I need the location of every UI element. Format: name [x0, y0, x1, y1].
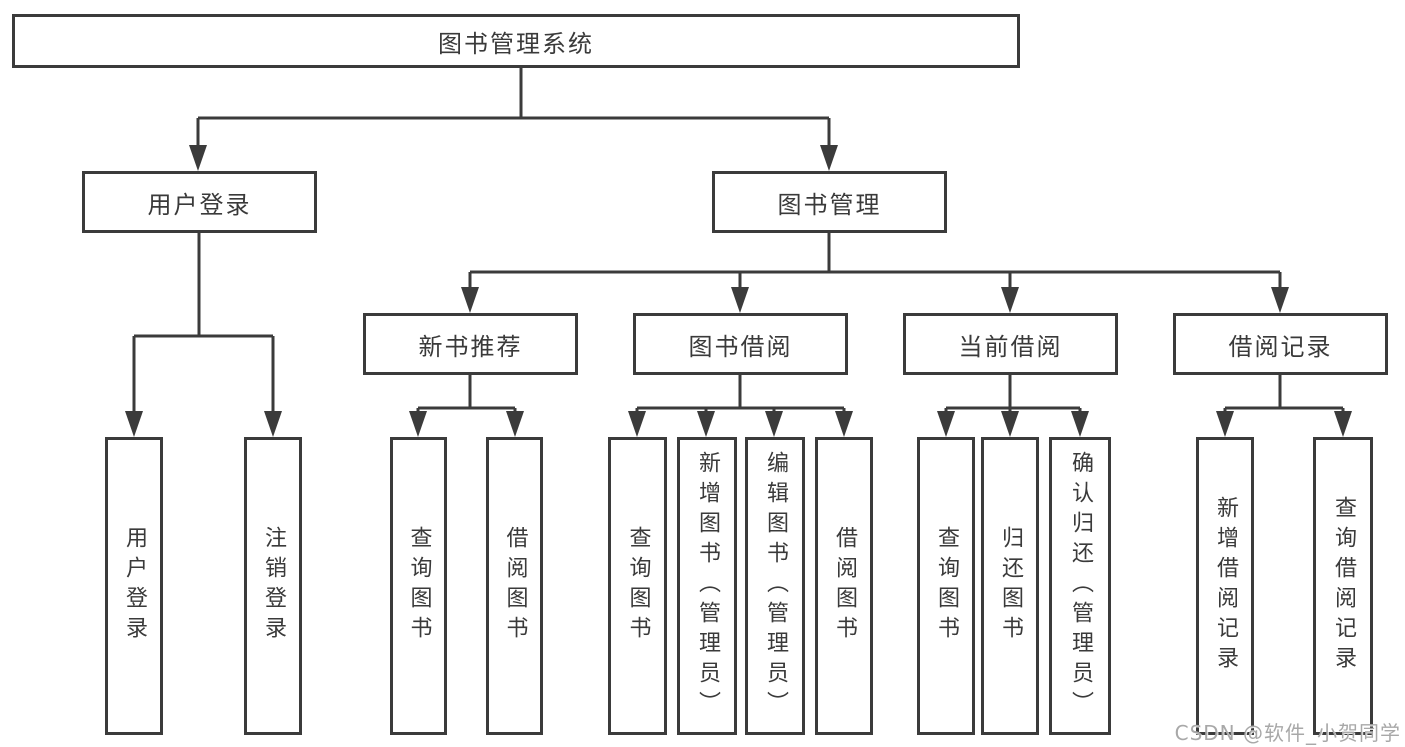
node-label: 查询借阅记录: [1331, 496, 1356, 676]
leaf-query-books: 查询图书: [608, 437, 667, 735]
node-borrowing-records: 借阅记录: [1173, 313, 1388, 375]
node-user-login: 用户登录: [82, 171, 317, 233]
arrowhead: [1001, 287, 1019, 313]
leaf-add-books-admin: 新增图书（管理员）: [677, 437, 737, 735]
leaf-query-books: 查询图书: [917, 437, 975, 735]
leaf-add-borrow-record: 新增借阅记录: [1196, 437, 1254, 735]
arrowhead: [125, 411, 143, 437]
node-label: 图书管理系统: [438, 29, 594, 58]
leaf-edit-books-admin: 编辑图书（管理员）: [745, 437, 805, 735]
node-label: 注销登录: [261, 526, 286, 646]
node-current-borrowing: 当前借阅: [903, 313, 1118, 375]
connector-book-borrow: [635, 375, 846, 413]
arrowhead: [409, 411, 427, 437]
node-label: 新增图书（管理员）: [695, 451, 720, 721]
arrowhead: [1216, 411, 1234, 437]
node-label: 用户登录: [122, 526, 147, 646]
connector-current-borrow: [944, 375, 1082, 413]
arrowhead: [1001, 411, 1019, 437]
leaf-borrow-books: 借阅图书: [815, 437, 873, 735]
csdn-watermark: CSDN @软件_小贺同学: [1174, 721, 1401, 745]
leaf-query-books: 查询图书: [390, 437, 447, 735]
node-label: 借阅记录: [1228, 332, 1333, 361]
node-label: 查询图书: [934, 526, 959, 646]
node-label: 确认归还（管理员）: [1068, 451, 1093, 721]
node-label: 编辑图书（管理员）: [763, 451, 788, 721]
node-label: 当前借阅: [958, 332, 1063, 361]
leaf-borrow-books: 借阅图书: [486, 437, 543, 735]
arrowhead: [697, 411, 715, 437]
arrowhead: [461, 287, 479, 313]
arrowhead: [937, 411, 955, 437]
node-label: 新书推荐: [418, 332, 523, 361]
node-book-management: 图书管理: [712, 171, 947, 233]
arrowhead: [835, 411, 853, 437]
arrowhead: [264, 411, 282, 437]
arrowhead: [1071, 411, 1089, 437]
node-label: 查询图书: [406, 526, 432, 646]
node-label: 查询图书: [625, 526, 651, 646]
arrowhead: [820, 145, 838, 171]
leaf-user-login: 用户登录: [105, 437, 163, 735]
connector-borrow-records: [1223, 375, 1345, 413]
arrowhead: [1271, 287, 1289, 313]
node-new-book-recommendation: 新书推荐: [363, 313, 578, 375]
connector-root: [196, 68, 831, 147]
leaf-logout: 注销登录: [244, 437, 302, 735]
leaf-confirm-return-admin: 确认归还（管理员）: [1049, 437, 1111, 735]
node-book-borrowing: 图书借阅: [633, 313, 848, 375]
node-label: 用户登录: [147, 190, 252, 219]
node-label: 借阅图书: [502, 526, 528, 646]
leaf-return-books: 归还图书: [981, 437, 1039, 735]
node-label: 图书管理: [777, 190, 882, 219]
leaf-query-borrow-record: 查询借阅记录: [1313, 437, 1373, 735]
arrowhead: [765, 411, 783, 437]
arrowhead: [628, 411, 646, 437]
node-library-management-system: 图书管理系统: [12, 14, 1020, 68]
node-label: 归还图书: [998, 526, 1023, 646]
arrowhead: [506, 411, 524, 437]
node-label: 新增借阅记录: [1213, 496, 1238, 676]
arrowhead: [189, 145, 207, 171]
connector-user-login: [132, 233, 275, 413]
connector-book-mgmt: [468, 233, 1282, 289]
node-label: 图书借阅: [688, 332, 793, 361]
arrowhead: [731, 287, 749, 313]
connector-new-books: [416, 375, 517, 413]
arrowhead: [1334, 411, 1352, 437]
node-label: 借阅图书: [832, 526, 857, 646]
